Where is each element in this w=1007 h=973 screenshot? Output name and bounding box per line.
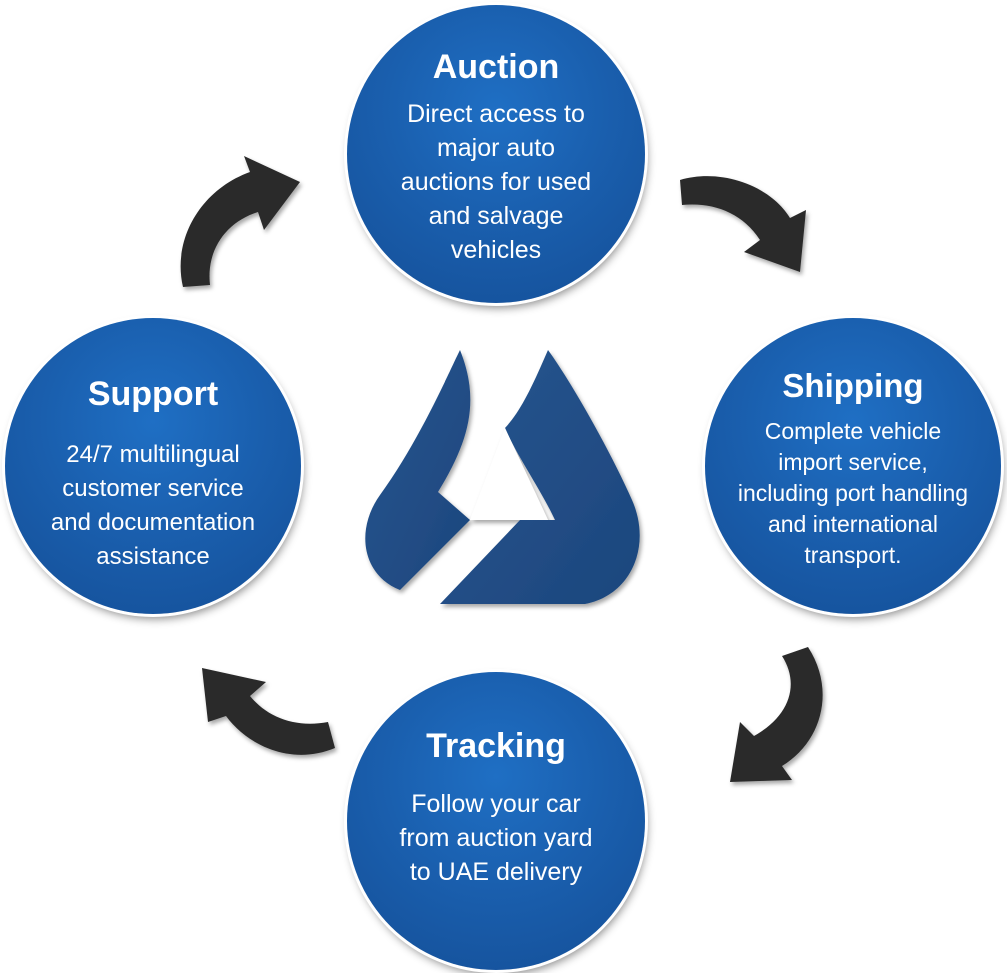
- cycle-arrow-icon: [180, 156, 300, 287]
- cycle-arrow-icon: [202, 668, 335, 755]
- step-shipping: Shipping Complete vehicle import service…: [705, 318, 1001, 614]
- step-tracking: Tracking Follow your car from auction ya…: [347, 672, 645, 970]
- step-description: Complete vehicle import service, includi…: [737, 418, 969, 568]
- step-description: Follow your car from auction yard to UAE…: [399, 790, 593, 886]
- step-title: Tracking: [426, 727, 566, 765]
- brand-logo-icon: [365, 350, 640, 604]
- step-description: 24/7 multilingual customer service and d…: [50, 441, 256, 570]
- cycle-arrow-icon: [680, 176, 806, 272]
- step-title: Support: [87, 375, 219, 413]
- cycle-arrow-icon: [730, 647, 823, 782]
- step-support: Support 24/7 multilingual customer servi…: [5, 318, 301, 614]
- step-auction: Auction Direct access to major auto auct…: [347, 5, 645, 303]
- step-title: Auction: [432, 48, 560, 86]
- step-title: Shipping: [782, 367, 924, 404]
- step-description: Direct access to major auto auctions for…: [400, 100, 592, 264]
